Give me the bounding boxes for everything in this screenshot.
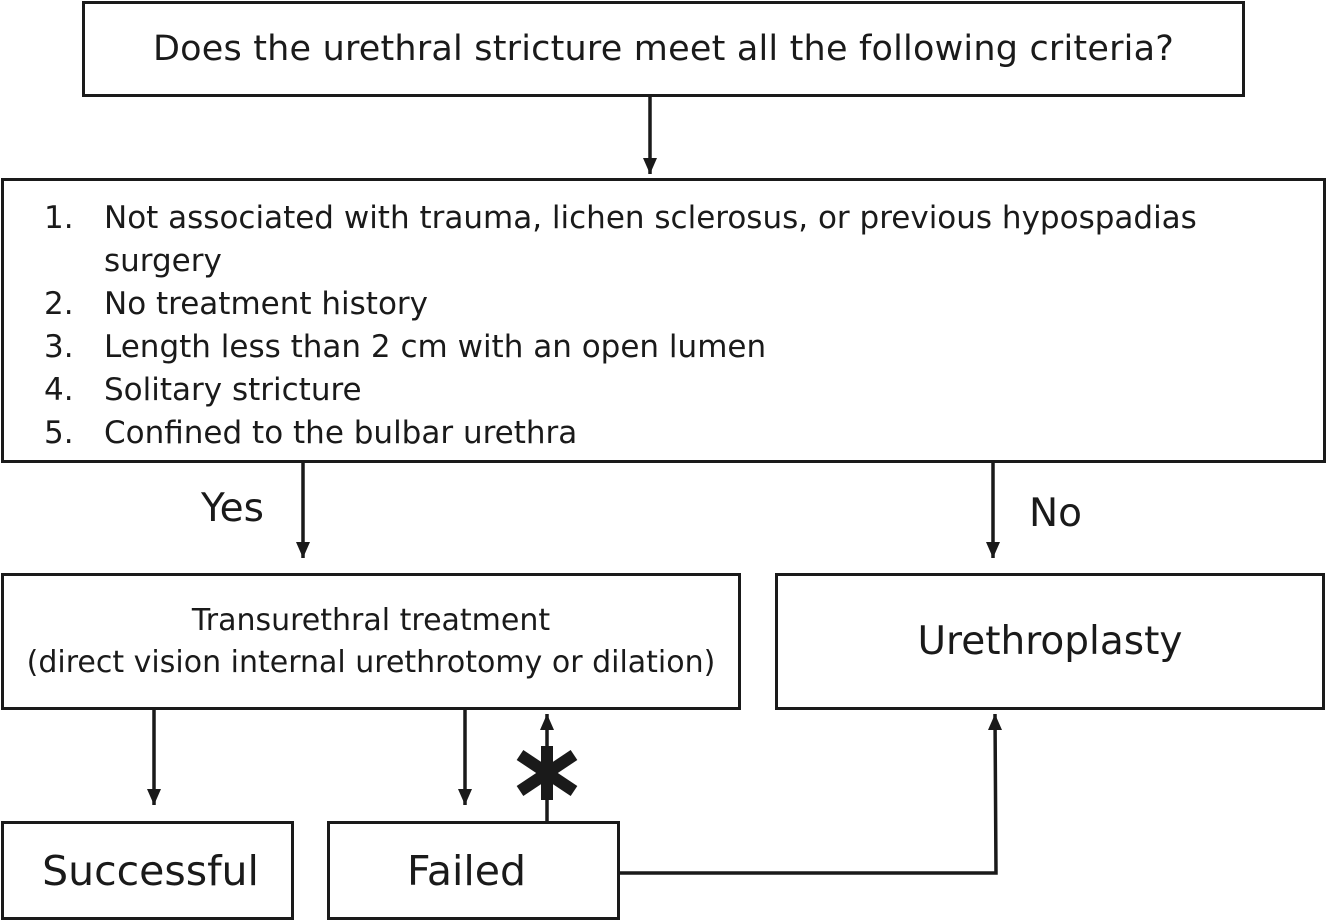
urethroplasty-label: Urethroplasty: [917, 619, 1183, 664]
criteria-item: 3. Length less than 2 cm with an open lu…: [4, 326, 1214, 369]
question-box: Does the urethral stricture meet all the…: [82, 1, 1245, 97]
criteria-item-number: 5.: [44, 415, 74, 451]
arrowhead-failed-to-transurethral: [540, 714, 554, 730]
arrow-failed-to-urethroplasty: [620, 713, 998, 875]
question-text: Does the urethral stricture meet all the…: [152, 29, 1175, 69]
arrowhead-yes-to-transurethral: [296, 542, 310, 558]
criteria-item-text: Not associated with trauma, lichen scler…: [104, 200, 1197, 279]
successful-label: Successful: [42, 846, 259, 895]
transurethral-subtitle: (direct vision internal urethrotomy or d…: [26, 644, 716, 680]
criteria-item-number: 4.: [44, 372, 74, 408]
criteria-item-text: Confined to the bulbar urethra: [104, 415, 578, 451]
arrowhead-transurethral-to-successful: [147, 789, 161, 805]
criteria-item: 1. Not associated with trauma, lichen sc…: [4, 197, 1214, 283]
criteria-item-number: 2.: [44, 286, 74, 322]
failed-label: Failed: [407, 846, 526, 895]
criteria-item: 5. Confined to the bulbar urethra: [4, 412, 1214, 455]
arrowhead-transurethral-to-failed: [458, 789, 472, 805]
criteria-item-text: No treatment history: [104, 286, 429, 322]
criteria-item: 4. Solitary stricture: [4, 369, 1214, 412]
criteria-item: 2. No treatment history: [4, 283, 1214, 326]
criteria-item-number: 1.: [44, 200, 74, 236]
criteria-item-number: 3.: [44, 329, 74, 365]
arrowhead-no-to-urethroplasty: [986, 542, 1000, 558]
asterisk-icon: [516, 746, 578, 800]
transurethral-title: Transurethral treatment: [191, 602, 551, 638]
criteria-item-text: Length less than 2 cm with an open lumen: [104, 329, 767, 365]
criteria-list: 1. Not associated with trauma, lichen sc…: [4, 197, 1214, 455]
yes-branch-label: Yes: [201, 486, 264, 531]
transurethral-treatment-box: Transurethral treatment (direct vision i…: [1, 573, 741, 710]
failed-box: Failed: [327, 821, 620, 920]
successful-box: Successful: [1, 821, 294, 920]
criteria-item-text: Solitary stricture: [104, 372, 362, 408]
arrowhead-failed-to-urethroplasty: [988, 714, 1002, 730]
no-branch-label: No: [1029, 491, 1083, 536]
arrowhead-question-to-criteria: [643, 158, 657, 174]
urethroplasty-box: Urethroplasty: [775, 573, 1325, 710]
criteria-box: 1. Not associated with trauma, lichen sc…: [1, 178, 1326, 463]
